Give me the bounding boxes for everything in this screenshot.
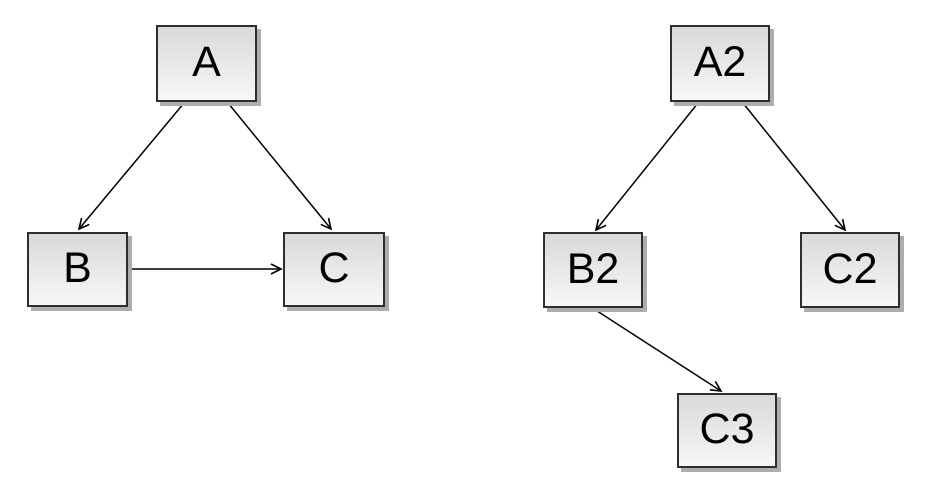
node-label: A	[192, 38, 221, 86]
edge-A2-B2	[594, 102, 699, 232]
edge-A-C	[227, 102, 333, 231]
node-label: B	[63, 244, 92, 292]
node-label: A2	[693, 38, 747, 86]
node-C2[interactable]: C2	[800, 232, 900, 308]
edge-A2-C2	[742, 102, 847, 232]
edge-B2-C3	[593, 308, 723, 392]
node-C3[interactable]: C3	[677, 393, 777, 468]
node-label: B2	[566, 244, 620, 293]
node-label: C2	[822, 244, 878, 293]
node-A[interactable]: A	[156, 25, 257, 102]
node-label: C	[318, 244, 350, 292]
node-B[interactable]: B	[27, 232, 128, 307]
node-B2[interactable]: B2	[543, 232, 643, 308]
node-A2[interactable]: A2	[670, 25, 770, 102]
node-C[interactable]: C	[283, 232, 385, 307]
edge-A-B	[77, 102, 185, 231]
node-label: C3	[699, 405, 755, 453]
